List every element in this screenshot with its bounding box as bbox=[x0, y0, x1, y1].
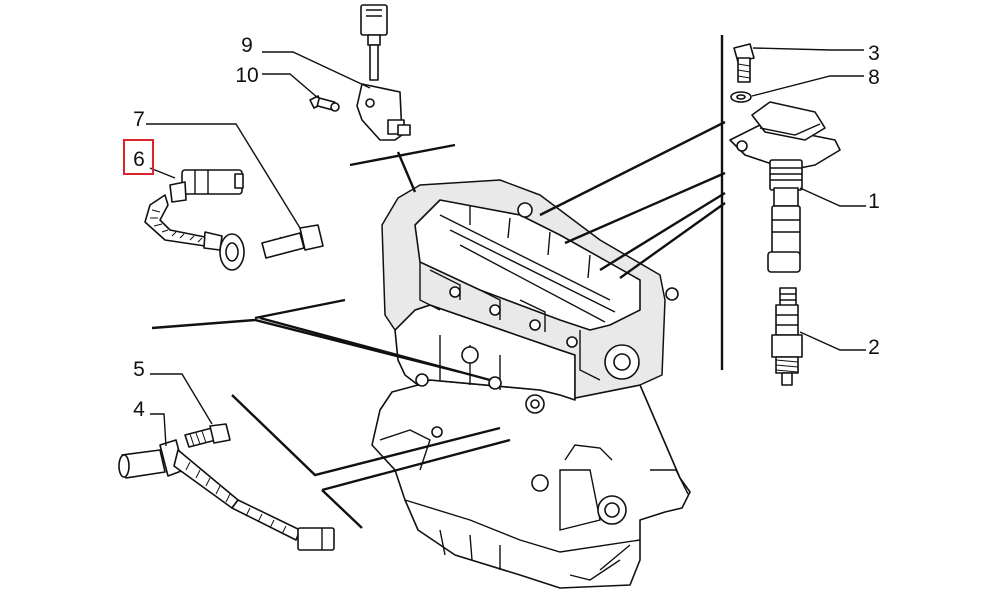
ignition-coil-icon bbox=[729, 101, 841, 273]
callout-3: 3 bbox=[868, 42, 880, 65]
cam-sensor-bracket-icon bbox=[356, 4, 411, 141]
bolt-icon-3 bbox=[733, 43, 755, 83]
engine-block-icon bbox=[371, 179, 691, 589]
callout-leaders bbox=[146, 47, 866, 447]
callout-5: 5 bbox=[133, 358, 145, 381]
bolt-icon-5 bbox=[184, 423, 231, 448]
callout-6: 6 bbox=[133, 148, 145, 171]
callout-4: 4 bbox=[133, 398, 145, 421]
callout-1: 1 bbox=[868, 190, 880, 213]
washer-icon bbox=[730, 91, 752, 103]
knock-sensor-icon bbox=[144, 169, 245, 271]
highlight-box-6 bbox=[123, 139, 154, 175]
spark-plug-icon bbox=[771, 287, 803, 386]
bolt-icon-7 bbox=[261, 224, 324, 259]
bolt-icon-10 bbox=[309, 95, 340, 112]
callout-labels: 9 10 7 6 5 4 3 8 1 2 bbox=[123, 34, 880, 421]
callout-10: 10 bbox=[235, 64, 258, 87]
callout-2: 2 bbox=[868, 336, 880, 359]
crank-sensor-icon bbox=[118, 439, 335, 551]
callout-9: 9 bbox=[241, 34, 253, 57]
callout-7: 7 bbox=[133, 108, 145, 131]
callout-8: 8 bbox=[868, 66, 880, 89]
leader-lines bbox=[151, 35, 726, 529]
